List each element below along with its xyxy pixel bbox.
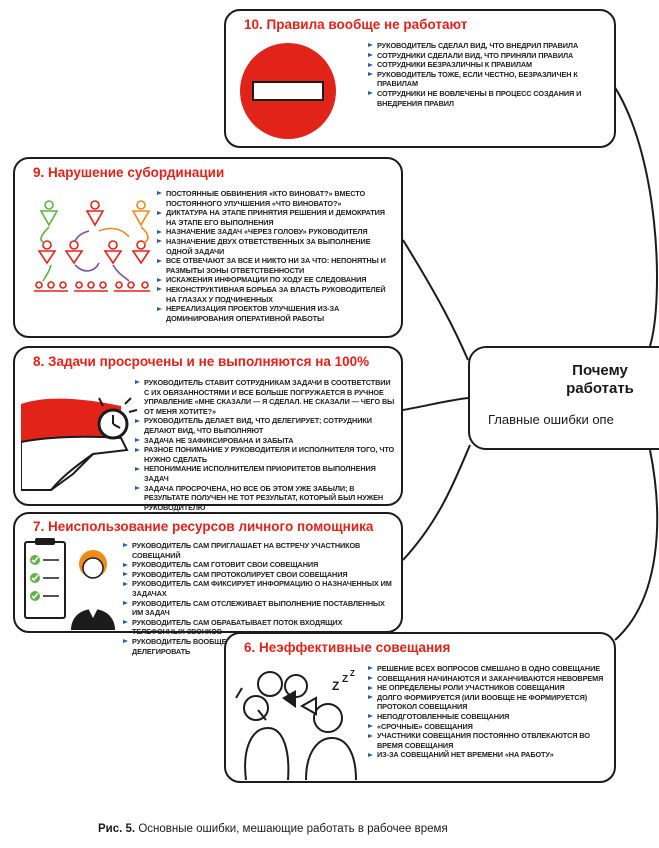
list-item: «Срочные» совещания (368, 722, 604, 732)
box-subordination: 9. Нарушение субординации (13, 157, 403, 338)
box-meetings: 6. Неэффективные совещания Z Z Z Решение… (224, 632, 616, 783)
list-item: Задача не зафиксирована и забыта (135, 436, 395, 446)
svg-text:Z: Z (350, 669, 355, 678)
box-title: 8. Задачи просрочены и не выполняются на… (33, 354, 370, 369)
center-title: Почему работать (566, 362, 634, 397)
caption-text: Основные ошибки, мешающие работать в раб… (135, 823, 448, 835)
list-item: Неподготовленные совещания (368, 712, 604, 722)
list-item: Сотрудники безразличны к правилам (368, 60, 604, 70)
caption-label: Рис. 5. (98, 823, 136, 835)
center-subtitle: Главные ошибки опе (488, 412, 614, 427)
list-item: Участники совещания постоянно отвлекаютс… (368, 731, 604, 750)
item-list: Решение всех вопросов смешано в одно сов… (368, 664, 604, 760)
item-list: Руководитель сделал вид, что внедрил пра… (368, 41, 604, 108)
list-item: Руководитель ставит сотрудникам задачи в… (135, 378, 395, 416)
list-item: Решение всех вопросов смешано в одно сов… (368, 664, 604, 674)
list-item: Все отвечают за все и никто ни за что: н… (157, 256, 393, 275)
box-title: 9. Нарушение субординации (33, 165, 225, 180)
box-title: 6. Неэффективные совещания (244, 640, 451, 655)
list-item: Сотрудники сделали вид, что приняли прав… (368, 51, 604, 61)
box-rules: 10. Правила вообще не работают Руководит… (224, 9, 616, 148)
wristwatch-icon (21, 397, 138, 491)
list-item: Руководитель сделал вид, что внедрил пра… (368, 41, 604, 51)
figure-caption: Рис. 5. Основные ошибки, мешающие работа… (98, 823, 448, 835)
svg-text:Z: Z (332, 679, 339, 693)
list-item: Искажения информации по ходу ее следован… (157, 275, 393, 285)
org-chart-icon (34, 200, 151, 292)
list-item: Руководитель сам фиксирует информацию о … (123, 579, 395, 598)
list-item: Назначение задач «через голову» руководи… (157, 227, 393, 237)
box-tasks-overdue: 8. Задачи просрочены и не выполняются на… (13, 346, 403, 512)
list-item: Из-за совещаний нет времени «на работу» (368, 750, 604, 760)
list-item: Непонимание исполнителем приоритетов вып… (135, 464, 395, 483)
list-item: Руководитель сам готовит свои совещания (123, 560, 395, 570)
list-item: Не определены роли участников совещания (368, 683, 604, 693)
list-item: Нереализация проектов улучшения из-за до… (157, 304, 393, 323)
list-item: Руководитель сам приглашает на встречу у… (123, 541, 395, 560)
list-item: Совещания начинаются и заканчиваются нев… (368, 674, 604, 684)
list-item: Руководитель сам отслеживает выполнение … (123, 599, 395, 618)
item-list: Руководитель ставит сотрудникам задачи в… (135, 378, 395, 512)
item-list: Постоянные обвинения «Кто виноват?» вмес… (157, 189, 393, 323)
list-item: Диктатура на этапе принятия решения и де… (157, 208, 393, 227)
list-item: Задача просрочена, но все об этом уже за… (135, 484, 395, 513)
no-entry-sign-icon (240, 43, 336, 139)
box-assistant: 7. Неиспользование ресурсов личного помо… (13, 512, 403, 656)
list-item: Руководитель делает вид, что делегирует;… (135, 416, 395, 435)
list-item: Постоянные обвинения «Кто виноват?» вмес… (157, 189, 393, 208)
meeting-crowd-icon: Z Z Z (235, 669, 357, 780)
list-item: Руководитель сам обрабатывает поток вход… (123, 618, 395, 637)
assistant-checklist-icon (24, 538, 115, 630)
box-title: 10. Правила вообще не работают (244, 17, 468, 32)
list-item: Руководитель сам протоколирует свои сове… (123, 570, 395, 580)
list-item: Долго формируется (или вообще не формиру… (368, 693, 604, 712)
list-item: Руководитель тоже, если честно, безразли… (368, 70, 604, 89)
box-title: 7. Неиспользование ресурсов личного помо… (33, 519, 374, 534)
list-item: Сотрудники не вовлечены в процесс создан… (368, 89, 604, 108)
list-item: Неконструктивная борьба за власть руково… (157, 285, 393, 304)
svg-text:Z: Z (342, 674, 348, 685)
list-item: Разное понимание у руководителя и исполн… (135, 445, 395, 464)
center-node: Почему работать Главные ошибки опе (468, 346, 659, 450)
list-item: Назначение двух ответственных за выполне… (157, 237, 393, 256)
